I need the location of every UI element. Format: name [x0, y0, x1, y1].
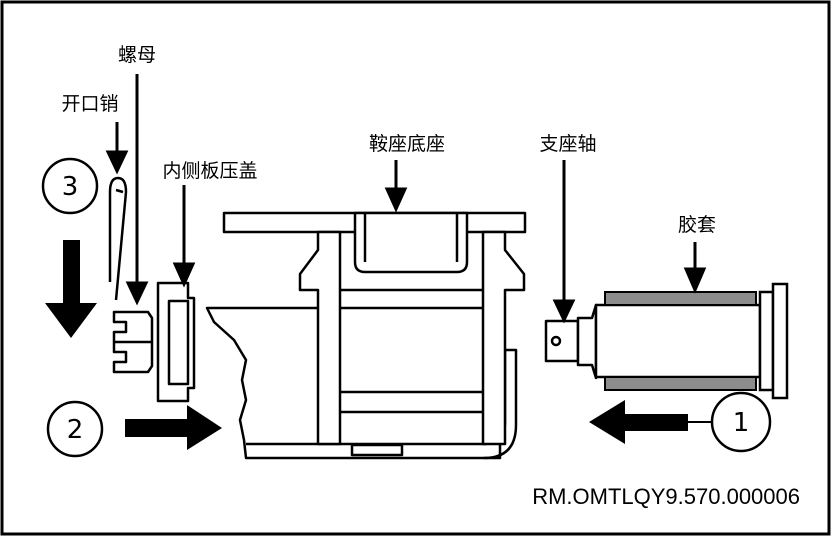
shaft-flange-outer	[771, 282, 789, 400]
support-shaft-body	[594, 303, 762, 379]
left-side-bracket	[298, 230, 342, 446]
rubber-sleeve-top	[604, 291, 757, 306]
step-two-arrow	[125, 405, 222, 450]
saddle-base-leader-arrowhead	[384, 187, 408, 213]
inner-plate-cover-label: 内侧板压盖	[162, 160, 257, 182]
bottom-tab	[350, 443, 404, 457]
cotter-pin-leader-arrowhead	[105, 150, 129, 175]
step-one-circle	[710, 391, 772, 453]
reference-code: RM.OMTLQY9.570.000006	[532, 484, 800, 509]
nut-label: 螺母	[118, 44, 156, 66]
saddle-base-well	[353, 211, 469, 274]
nut-leader-arrowhead	[125, 281, 149, 306]
step-one-arrow	[589, 400, 688, 444]
step-two-circle	[46, 400, 104, 458]
step-three-number: 3	[62, 172, 79, 202]
support-shaft-label: 支座轴	[539, 133, 596, 155]
cotter-pin-label: 开口销	[61, 93, 118, 115]
right-side-bracket	[481, 230, 526, 446]
cotter-pin-part	[108, 176, 128, 301]
saddle-base-label: 鞍座底座	[369, 133, 445, 155]
support-shaft-neck	[576, 303, 598, 380]
rubber-sleeve-label: 胶套	[678, 214, 716, 236]
rubber-sleeve-leader-arrowhead	[683, 267, 707, 294]
inner-plate-cover-recess	[167, 299, 190, 386]
plate-cover-leader-arrowhead	[172, 262, 196, 288]
shaft-flange-inner	[758, 290, 775, 392]
frame-rail	[205, 306, 502, 460]
step-three-circle	[41, 157, 99, 215]
step-three-arrow	[45, 240, 97, 338]
rubber-sleeve-bottom	[604, 376, 757, 391]
step-one-number: 1	[733, 408, 750, 438]
support-shaft-hole	[550, 335, 562, 347]
step-two-number: 2	[67, 415, 84, 445]
support-shaft-leader-arrowhead	[552, 299, 576, 324]
